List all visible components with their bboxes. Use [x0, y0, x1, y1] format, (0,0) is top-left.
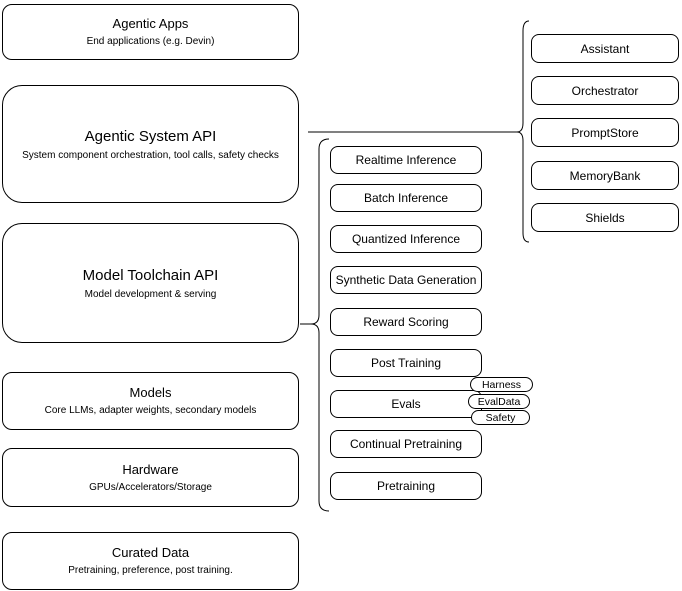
node-realtime-inference: Realtime Inference [330, 146, 482, 174]
node-orchestrator: Orchestrator [531, 76, 679, 105]
pill-label: Safety [485, 411, 516, 424]
pill-label: Harness [481, 378, 522, 391]
layer-title: Agentic Apps [112, 16, 189, 31]
node-label: Synthetic Data Generation [335, 273, 477, 287]
pill-evaldata: EvalData [468, 394, 530, 409]
node-post-training: Post Training [330, 349, 482, 377]
node-label: Orchestrator [571, 83, 639, 98]
node-label: Batch Inference [363, 191, 449, 205]
node-label: Post Training [370, 356, 442, 370]
layer-title: Hardware [122, 461, 179, 477]
layer-subtitle: Pretraining, preference, post training. [68, 565, 233, 576]
node-pretraining: Pretraining [330, 472, 482, 500]
node-label: Realtime Inference [355, 153, 457, 167]
node-label: Shields [585, 210, 625, 225]
node-label: Quantized Inference [351, 232, 461, 246]
layer-title: Models [129, 385, 172, 400]
system-components-brace [516, 20, 530, 243]
layer-agentic-system-api: Agentic System API System component orch… [2, 85, 299, 203]
layer-title: Curated Data [111, 545, 190, 560]
pill-label: EvalData [477, 395, 521, 408]
layer-model-toolchain-api: Model Toolchain API Model development & … [2, 223, 299, 343]
node-label: Reward Scoring [363, 315, 449, 329]
node-promptstore: PromptStore [531, 118, 679, 147]
layer-subtitle: GPUs/Accelerators/Storage [89, 481, 212, 493]
layer-curated-data: Curated Data Pretraining, preference, po… [2, 532, 299, 590]
node-assistant: Assistant [531, 34, 679, 63]
toolchain-brace [310, 138, 330, 512]
node-label: Continual Pretraining [349, 437, 463, 451]
node-label: Evals [391, 397, 421, 411]
node-label: MemoryBank [569, 168, 641, 183]
layer-agentic-apps: Agentic Apps End applications (e.g. Devi… [2, 4, 299, 60]
node-memorybank: MemoryBank [531, 161, 679, 190]
node-shields: Shields [531, 203, 679, 232]
layer-models: Models Core LLMs, adapter weights, secon… [2, 372, 299, 430]
layer-subtitle: Core LLMs, adapter weights, secondary mo… [44, 405, 257, 416]
node-quantized-inference: Quantized Inference [330, 225, 482, 253]
layer-subtitle: System component orchestration, tool cal… [22, 149, 279, 161]
node-synthetic-data-generation: Synthetic Data Generation [330, 266, 482, 294]
pill-harness: Harness [470, 377, 533, 392]
layer-subtitle: End applications (e.g. Devin) [86, 36, 215, 47]
layer-hardware: Hardware GPUs/Accelerators/Storage [2, 448, 299, 507]
pill-safety: Safety [471, 410, 530, 425]
layer-title: Model Toolchain API [82, 266, 219, 284]
node-label: PromptStore [571, 125, 639, 140]
node-reward-scoring: Reward Scoring [330, 308, 482, 336]
node-batch-inference: Batch Inference [330, 184, 482, 212]
layer-title: Agentic System API [84, 127, 217, 145]
node-continual-pretraining: Continual Pretraining [330, 430, 482, 458]
node-label: Assistant [580, 41, 630, 56]
layer-subtitle: Model development & serving [84, 288, 217, 300]
node-label: Pretraining [376, 479, 436, 493]
node-evals: Evals [330, 390, 482, 418]
